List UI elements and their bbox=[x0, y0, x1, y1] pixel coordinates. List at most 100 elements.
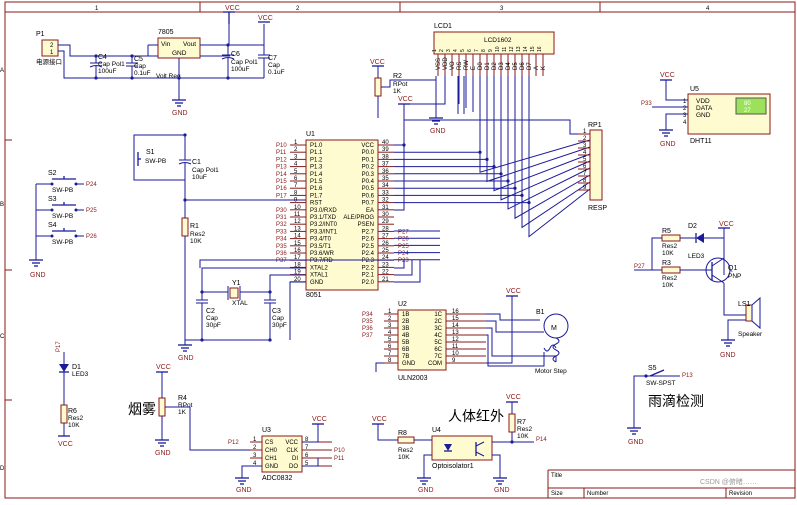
u3-pin-number: 6 bbox=[305, 453, 309, 459]
r7-type: Res2 bbox=[517, 426, 533, 433]
p1-pin-2: 2 bbox=[50, 43, 54, 49]
u3-name: ADC0832 bbox=[262, 475, 292, 482]
button-net: P26 bbox=[86, 234, 97, 240]
mcu-pin-name: RST bbox=[310, 201, 322, 207]
lcd-pin-number: 5 bbox=[460, 49, 466, 52]
mcu-pin-name: P2.1 bbox=[362, 273, 375, 279]
u3-pin-number: 8 bbox=[305, 437, 309, 443]
mcu-net-label: P10 bbox=[276, 143, 287, 149]
c5-value: 0.1uF bbox=[134, 70, 151, 77]
vcc-label-d1: VCC bbox=[58, 441, 73, 448]
u3-pin-number: 5 bbox=[305, 461, 309, 467]
mcu-pin-number: 34 bbox=[382, 183, 389, 189]
vcc-label-buzzer: VCC bbox=[719, 221, 734, 228]
mcu-pin-number: 23 bbox=[382, 262, 389, 268]
mcu-pin-number: 35 bbox=[382, 176, 389, 182]
d1-type: LED3 bbox=[72, 371, 89, 378]
mcu-pin-number: 37 bbox=[382, 162, 389, 168]
u2-pin-number: 3 bbox=[388, 323, 392, 329]
u3-net-label: P10 bbox=[334, 448, 345, 454]
c6-type: Cap Pol1 bbox=[231, 59, 258, 66]
button-net: P24 bbox=[86, 182, 97, 188]
u4-ref: U4 bbox=[432, 427, 441, 434]
lcd-pin-number: 1 bbox=[432, 49, 438, 52]
dht11-readout-2: 27 bbox=[744, 108, 751, 114]
gnd-label-buzzer: GND bbox=[720, 352, 736, 359]
gnd-label-rain: GND bbox=[628, 439, 644, 446]
mcu-pin-number: 27 bbox=[382, 234, 389, 240]
u2-pin-number: 6 bbox=[388, 344, 392, 350]
gnd-label-dht: GND bbox=[660, 141, 676, 148]
vcc-label-reg-out: VCC bbox=[225, 5, 240, 12]
mcu-pin-number: 9 bbox=[294, 198, 298, 204]
human-ir-circuit: 人体红外 VCC R8 Res2 10K U4 Optoisolator1 GN… bbox=[372, 394, 547, 494]
u2-pin-name: COM bbox=[428, 361, 442, 367]
u2-pin-name: 6B bbox=[402, 347, 409, 353]
button-type: SW-PB bbox=[52, 187, 73, 194]
c2-value: 30pF bbox=[206, 322, 221, 329]
mcu-pin-name: P1.6 bbox=[310, 186, 323, 192]
mcu-pin-number: 18 bbox=[294, 262, 301, 268]
frame-col-4: 4 bbox=[706, 6, 710, 12]
c2-type: Cap bbox=[206, 315, 218, 322]
dht11-display bbox=[735, 97, 767, 115]
reg-ref: 7805 bbox=[158, 29, 174, 36]
mcu-pin-name: P2.5 bbox=[362, 244, 375, 250]
c4-value: 100uF bbox=[98, 68, 116, 75]
reg-vin: Vin bbox=[161, 41, 171, 48]
smoke-label: 烟雾 bbox=[128, 401, 156, 417]
p1-pin-1: 1 bbox=[50, 50, 54, 56]
d1-net: P17 bbox=[56, 341, 62, 352]
y1-type: XTAL bbox=[232, 300, 248, 307]
lcd-pin-label: A bbox=[534, 66, 540, 70]
lcd-pin-label: D3 bbox=[499, 62, 505, 70]
size-label: Size bbox=[551, 491, 563, 497]
mcu-pin-name: P0.3 bbox=[362, 172, 375, 178]
button-net: P25 bbox=[86, 208, 97, 214]
u2-pin-name: 4B bbox=[402, 333, 409, 339]
r5-value: 10K bbox=[662, 250, 674, 257]
vcc-label-lcd: VCC bbox=[398, 96, 413, 103]
mcu-net-label: P33 bbox=[276, 229, 287, 235]
lcd-pin-label: VO bbox=[450, 61, 456, 70]
mcu-pin-number: 32 bbox=[382, 198, 389, 204]
u2-pin-number: 9 bbox=[452, 358, 456, 364]
mcu-pin-name: P0.0 bbox=[362, 150, 375, 156]
lcd-pin-number: 6 bbox=[467, 49, 473, 52]
u2-pin-name: 3C bbox=[434, 326, 442, 332]
rp1-pin-number: 1 bbox=[583, 129, 587, 135]
dht-pin-2: 2 bbox=[683, 106, 687, 112]
u2-pin-name: 2B bbox=[402, 319, 409, 325]
mcu-pin-name: P3.7/RD bbox=[310, 258, 333, 264]
r3-type: Res2 bbox=[662, 275, 678, 282]
mcu-pin-number: 25 bbox=[382, 248, 389, 254]
mcu-pin-name: VCC bbox=[361, 143, 374, 149]
u3-pin-name: CLK bbox=[286, 448, 298, 454]
lcd-pin-label: D0 bbox=[478, 62, 484, 70]
lcd-pin-number: 15 bbox=[530, 46, 536, 52]
u2-pin-name: 2C bbox=[434, 319, 442, 325]
mcu-net-label: P24 bbox=[398, 251, 409, 257]
q1-ref: Q1 bbox=[728, 265, 737, 272]
lcd-pin-label: D1 bbox=[485, 62, 491, 70]
mcu-pin-number: 28 bbox=[382, 226, 389, 232]
mcu-pin-number: 2 bbox=[294, 147, 298, 153]
lcd-pin-number: 9 bbox=[488, 49, 494, 52]
mcu-pin-number: 30 bbox=[382, 212, 389, 218]
r4-value: 1K bbox=[178, 409, 187, 416]
lcd-pin-label: D6 bbox=[520, 62, 526, 70]
c1-ref: C1 bbox=[192, 159, 201, 166]
rain-detection-circuit: S5 SW-SPST P13 GND 雨滴检测 bbox=[627, 365, 704, 446]
vcc-label-r2: VCC bbox=[370, 59, 385, 66]
vcc-label-dht: VCC bbox=[660, 72, 675, 79]
mcu-pin-number: 38 bbox=[382, 154, 389, 160]
button-ref: S4 bbox=[48, 222, 57, 229]
lcd-pin-label: VSS bbox=[436, 58, 442, 70]
frame-row-c: C bbox=[0, 334, 5, 340]
s5-type: SW-SPST bbox=[646, 380, 676, 387]
mcu-pin-number: 22 bbox=[382, 270, 389, 276]
u2-pin-number: 4 bbox=[388, 330, 392, 336]
mcu-pin-number: 7 bbox=[294, 183, 298, 189]
